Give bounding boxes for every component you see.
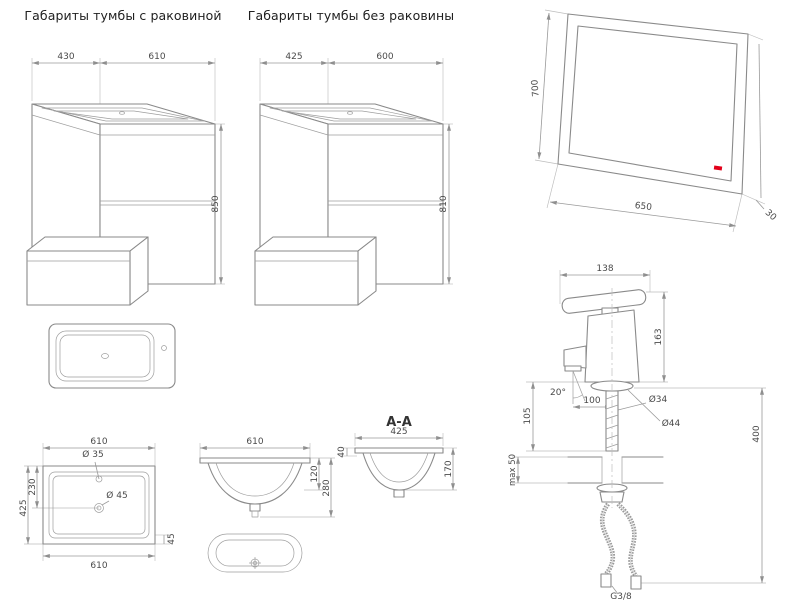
- panel-sink-front-view: 610 120 280: [188, 432, 346, 584]
- dim-depth-label: 425: [285, 52, 302, 62]
- dim-edge-label: 45: [167, 533, 177, 544]
- dim-width-label: 650: [634, 201, 653, 213]
- cabinet-detail-lines: [259, 114, 443, 206]
- sink-rim: [42, 465, 156, 545]
- dim-faucet-hole-label: Ø 35: [82, 449, 103, 460]
- pulled-out-drawer: [26, 236, 149, 306]
- dimension-lines: [259, 61, 451, 285]
- dim-deck-max-label: max 50: [508, 454, 518, 486]
- flexible-hoses: [600, 502, 638, 578]
- dimension-lines: [346, 436, 455, 491]
- thread-label: G3/8: [610, 592, 632, 602]
- dim-right-upper-label: 120: [310, 465, 320, 482]
- panel-sink-plain-top-view: [45, 318, 180, 396]
- panel-sink-top-view: 610 425 230 Ø 35 Ø 45 610 45: [18, 432, 193, 582]
- panel-sink-section: A-A 425 40 170: [333, 412, 463, 512]
- sink-basin-top: [41, 107, 205, 122]
- dim-drain-hole-label: Ø 45: [106, 490, 127, 501]
- sink-basin: [48, 471, 150, 539]
- drawing-faucet: 138 163 20° 100 Ø34 Ø44 105 max 50 400 G…: [508, 264, 766, 602]
- panel-mirror: 700 650 30: [530, 2, 800, 240]
- dim-depth-label: 430: [57, 52, 74, 62]
- dim-width-bottom-label: 610: [90, 561, 107, 571]
- dim-rim-label: 40: [337, 446, 347, 458]
- dimension-lines: [31, 61, 223, 285]
- dimension-lines: [537, 12, 765, 228]
- dim-depth-label: 30: [763, 208, 778, 223]
- dim-flange-label: Ø44: [662, 418, 681, 429]
- dim-front-to-drain-label: 230: [28, 478, 38, 495]
- dim-right-lower-label: 280: [322, 479, 332, 496]
- title-cabinet-without-sink: Габариты тумбы без раковины: [247, 8, 455, 23]
- panel-faucet: 138 163 20° 100 Ø34 Ø44 105 max 50 400 G…: [468, 252, 800, 602]
- drawing-cabinet-without-sink: 425 600 810: [254, 52, 453, 306]
- pulled-out-drawer: [254, 236, 377, 306]
- dimension-lines: [199, 446, 333, 518]
- dim-height-label: 163: [654, 328, 664, 345]
- mirror-frame: [557, 13, 749, 195]
- sink-front-profile: [199, 457, 311, 518]
- dim-width-top-label: 610: [90, 437, 107, 447]
- extension-lines: [341, 433, 457, 491]
- stream-angle-label: 20°: [550, 388, 566, 398]
- dimension-lines: [516, 273, 764, 595]
- dim-body-to-nut-label: 105: [523, 407, 533, 424]
- panel-cabinet-without-sink: Габариты тумбы без раковины: [240, 8, 462, 311]
- dim-height-label: 170: [444, 460, 454, 477]
- dim-height-label: 700: [530, 79, 541, 97]
- dim-width-label: 610: [246, 437, 263, 447]
- brand-mark: [713, 165, 723, 171]
- section-profile: [354, 447, 444, 498]
- dim-length-label: 138: [596, 264, 613, 274]
- drawing-mirror: 700 650 30: [530, 9, 778, 233]
- hose-fittings: [600, 573, 642, 590]
- dim-hose-length-label: 400: [752, 425, 762, 442]
- drawing-sink-front: 610 120 280: [199, 437, 335, 573]
- extension-lines: [512, 270, 766, 584]
- dim-spout-reach-label: 100: [583, 396, 600, 406]
- extension-lines: [24, 443, 170, 561]
- dim-height-label: 810: [439, 195, 449, 212]
- sink-bottom-view: [207, 533, 303, 573]
- panel-cabinet-with-sink: Габариты тумбы с раковиной: [12, 8, 234, 311]
- sink-basin-top: [269, 107, 433, 122]
- title-cabinet-with-sink: Габариты тумбы с раковиной: [24, 8, 222, 23]
- drawing-cabinet-with-sink: 430 610 850: [26, 52, 225, 306]
- sink-basin: [55, 330, 167, 382]
- dim-height-label: 850: [211, 195, 221, 212]
- sink-rim: [48, 323, 176, 389]
- cabinet-detail-lines: [31, 114, 215, 206]
- mounting-deck: [567, 456, 664, 484]
- faucet-body: [561, 289, 647, 503]
- water-stream-angle: [572, 370, 586, 404]
- drawing-sink-section: A-A 425 40 170: [337, 415, 457, 498]
- drawing-sink-plain-top: [48, 323, 176, 389]
- dim-depth-label: 425: [19, 499, 29, 516]
- section-label: A-A: [386, 415, 412, 430]
- dimension-lines: [26, 446, 165, 558]
- dim-width-label: 610: [148, 52, 165, 62]
- drawing-sink-top: 610 425 230 Ø 35 Ø 45 610 45: [19, 437, 177, 571]
- dim-width-label: 600: [376, 52, 393, 62]
- dim-width-label: 425: [390, 427, 407, 437]
- dim-shank-label: Ø34: [649, 394, 668, 405]
